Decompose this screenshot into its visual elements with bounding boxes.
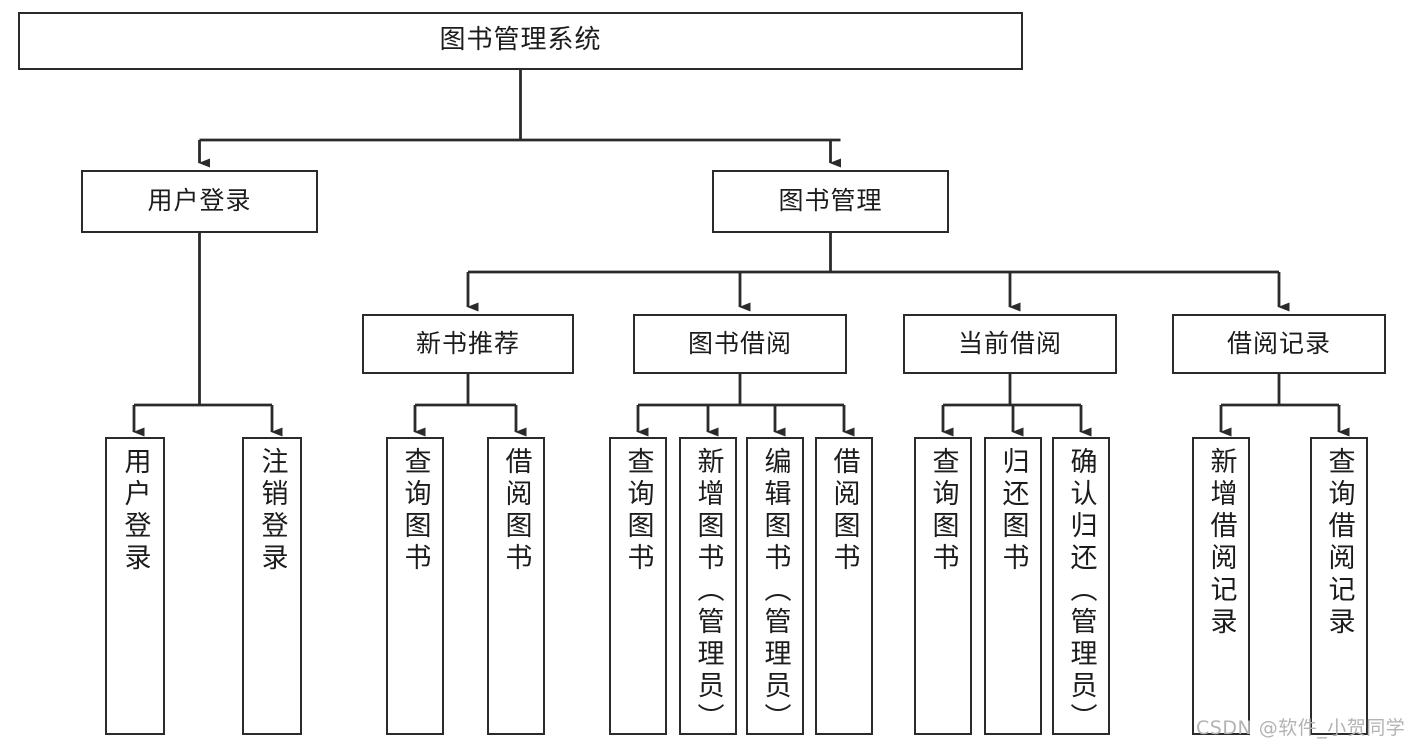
node-leaf-query-record-label: 查询借阅记录	[1323, 447, 1355, 639]
node-leaf-add-record[interactable]: 新增借阅记录	[1192, 437, 1250, 735]
node-leaf-add-book[interactable]: 新增图书（管理员）	[679, 437, 737, 735]
node-current-borrow[interactable]: 当前借阅	[903, 314, 1117, 374]
node-book-borrow[interactable]: 图书借阅	[633, 314, 847, 374]
node-leaf-return-book-label: 归还图书	[997, 447, 1029, 575]
node-leaf-borrow-book-2[interactable]: 借阅图书	[815, 437, 873, 735]
node-leaf-add-book-label: 新增图书（管理员）	[692, 447, 724, 735]
node-leaf-query-book-1[interactable]: 查询图书	[386, 437, 444, 735]
node-current-borrow-label: 当前借阅	[957, 328, 1062, 358]
csdn-watermark: CSDN @软件_小贺同学	[1196, 717, 1405, 739]
node-leaf-query-book-1-label: 查询图书	[399, 447, 431, 575]
node-new-book-recommend-label: 新书推荐	[415, 328, 520, 358]
node-leaf-edit-book[interactable]: 编辑图书（管理员）	[746, 437, 804, 735]
node-book-management-label: 图书管理	[778, 186, 883, 216]
node-leaf-user-login-label: 用户登录	[119, 447, 151, 575]
node-leaf-borrow-book-1-label: 借阅图书	[500, 447, 532, 575]
node-book-borrow-label: 图书借阅	[687, 328, 792, 358]
node-leaf-query-record[interactable]: 查询借阅记录	[1310, 437, 1368, 735]
node-leaf-edit-book-label: 编辑图书（管理员）	[759, 447, 791, 735]
node-leaf-return-book[interactable]: 归还图书	[984, 437, 1042, 735]
node-leaf-query-book-2-label: 查询图书	[622, 447, 654, 575]
node-leaf-query-book-3[interactable]: 查询图书	[914, 437, 972, 735]
node-leaf-query-book-3-label: 查询图书	[927, 447, 959, 575]
node-leaf-user-login[interactable]: 用户登录	[105, 437, 165, 735]
node-new-book-recommend[interactable]: 新书推荐	[362, 314, 574, 374]
node-leaf-query-book-2[interactable]: 查询图书	[609, 437, 667, 735]
node-book-management[interactable]: 图书管理	[712, 170, 949, 233]
node-user-login[interactable]: 用户登录	[81, 170, 318, 233]
node-borrow-record[interactable]: 借阅记录	[1172, 314, 1386, 374]
node-leaf-add-record-label: 新增借阅记录	[1205, 447, 1237, 639]
node-leaf-confirm-return[interactable]: 确认归还（管理员）	[1052, 437, 1110, 735]
node-leaf-logout[interactable]: 注销登录	[242, 437, 302, 735]
node-user-login-label: 用户登录	[147, 186, 252, 216]
node-leaf-borrow-book-2-label: 借阅图书	[828, 447, 860, 575]
node-leaf-borrow-book-1[interactable]: 借阅图书	[487, 437, 545, 735]
node-root[interactable]: 图书管理系统	[18, 12, 1023, 70]
node-root-label: 图书管理系统	[439, 25, 602, 56]
node-leaf-logout-label: 注销登录	[256, 447, 288, 575]
node-borrow-record-label: 借阅记录	[1226, 328, 1331, 358]
node-leaf-confirm-return-label: 确认归还（管理员）	[1065, 447, 1097, 735]
